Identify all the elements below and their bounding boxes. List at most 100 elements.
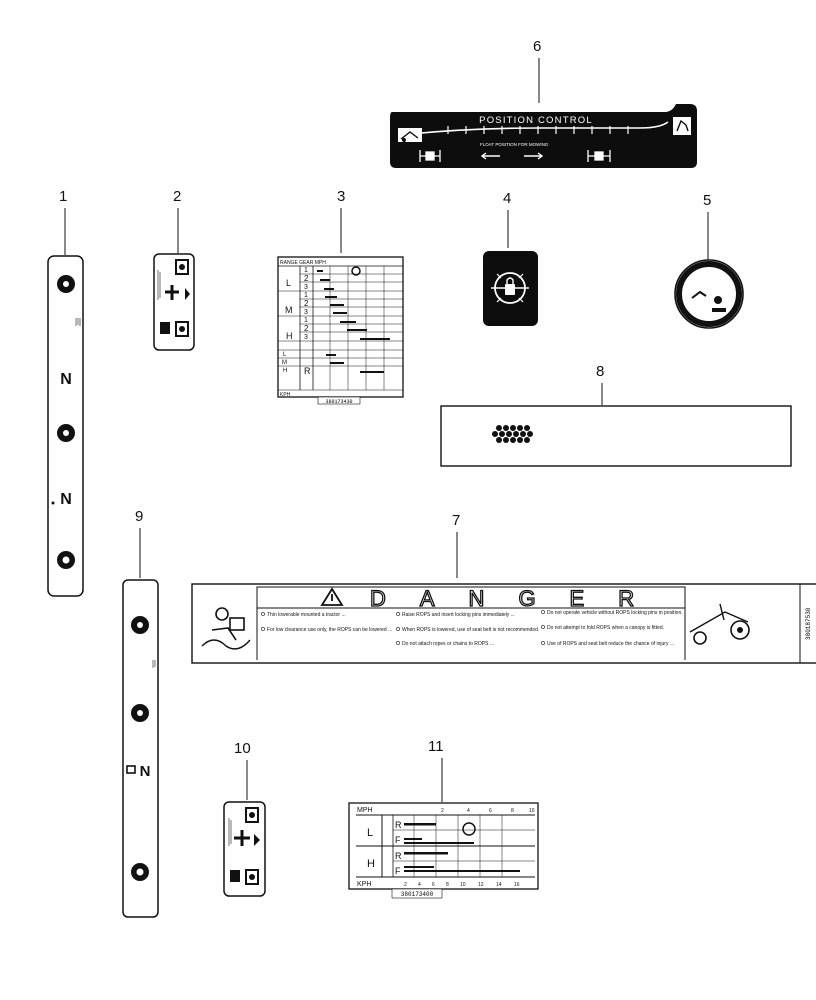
svg-text:Raise ROPS and insert locking: Raise ROPS and insert locking pins immed… (402, 612, 515, 618)
svg-text:L: L (367, 827, 373, 839)
svg-text:Do not attach ropes or chains: Do not attach ropes or chains to ROPS ..… (402, 641, 494, 647)
callout-9: 9 (135, 508, 143, 578)
svg-text:R: R (395, 851, 402, 861)
kph-label: KPH (357, 881, 371, 888)
svg-text:8: 8 (446, 882, 449, 888)
chart-grid (278, 266, 403, 391)
svg-text:7: 7 (452, 512, 460, 529)
gear-icon (131, 704, 149, 722)
kph-label: KPH (280, 392, 291, 398)
speed-bars (404, 823, 520, 872)
svg-text:R: R (395, 820, 402, 830)
svg-text:2: 2 (304, 324, 309, 333)
svg-text:10: 10 (460, 882, 466, 888)
callout-6: 6 (533, 38, 541, 103)
callout-11: 11 (428, 738, 444, 802)
svg-text:Use of ROPS and seat belt redu: Use of ROPS and seat belt reduce the cha… (547, 641, 674, 647)
scale-ticks (75, 318, 81, 326)
float-position-note: FLOAT POSITION FOR MOWING (480, 142, 549, 147)
svg-text:When ROPS is lowered, use of s: When ROPS is lowered, use of seat belt i… (402, 627, 539, 633)
svg-text:10: 10 (529, 808, 535, 814)
danger-text-col-1: Thin lowerable mounted a tractor ... For… (261, 612, 392, 633)
svg-text:3: 3 (304, 309, 308, 316)
svg-text:M: M (285, 305, 293, 315)
svg-text:2: 2 (173, 188, 181, 205)
callout-4: 4 (503, 190, 511, 248)
part-number: 380173430 (325, 399, 352, 405)
svg-text:M: M (282, 360, 287, 366)
danger-text-col-3: Do not operate vehicle without ROPS lock… (541, 610, 683, 647)
callout-3: 3 (337, 188, 345, 253)
tractor-icon (689, 603, 750, 645)
svg-text:10: 10 (234, 740, 251, 757)
svg-text:6: 6 (489, 808, 492, 814)
chart-header: RANGE GEAR MPH (280, 260, 326, 266)
rollover-icon (201, 607, 251, 650)
decal-3-speed-chart: RANGE GEAR MPH L M H L M H R 1 2 3 1 2 3 (277, 256, 404, 405)
decal-9-strip: N (122, 579, 159, 918)
svg-text:Thin lowerable mounted a tract: Thin lowerable mounted a tractor ... (267, 612, 346, 618)
engine-icon (351, 266, 361, 276)
svg-text:1: 1 (304, 267, 308, 274)
lever-icon (496, 273, 524, 303)
callout-8: 8 (596, 363, 604, 405)
decal-2-shift-pattern (153, 253, 195, 351)
svg-text:Do not attempt to fold ROPS wh: Do not attempt to fold ROPS when a canop… (547, 625, 664, 631)
svg-text:3: 3 (304, 284, 308, 291)
neutral-letter: N (60, 371, 72, 388)
dial-icon (131, 863, 149, 881)
decal-4-lock-decal (483, 251, 538, 326)
dial-icon (57, 551, 75, 569)
svg-text:For low clearance use only, th: For low clearance use only, the ROPS can… (267, 627, 392, 633)
position-control-title: POSITION CONTROL (479, 115, 593, 126)
svg-text:3: 3 (304, 334, 308, 341)
warning-icon (320, 587, 344, 606)
svg-text:2: 2 (404, 882, 407, 888)
tractor-raised-icon (673, 117, 691, 135)
callout-10: 10 (234, 740, 251, 800)
mph-ticks: 2 4 6 8 10 (441, 808, 535, 814)
svg-text:H: H (367, 858, 375, 870)
engine-icon (462, 822, 476, 836)
arrow-left-icon (480, 152, 500, 160)
scale-ticks (152, 660, 156, 668)
svg-text:14: 14 (496, 882, 502, 888)
decal-1-strip: N N (47, 255, 84, 597)
svg-text:6: 6 (432, 882, 435, 888)
arrow-right-icon (524, 152, 544, 160)
svg-text:16: 16 (514, 882, 520, 888)
svg-text:9: 9 (135, 508, 143, 525)
kph-ticks: 2 4 6 8 10 12 14 16 (404, 882, 520, 888)
decal-7-danger-label: DANGER 380187530 Thin lowerable mounted … (191, 583, 816, 664)
svg-text:8: 8 (511, 808, 514, 814)
svg-text:6: 6 (533, 38, 541, 55)
callout-2: 2 (173, 188, 181, 253)
mower-icon (691, 290, 726, 312)
hitch-narrow-icon (419, 150, 441, 162)
danger-heading: DANGER (370, 586, 668, 611)
svg-text:4: 4 (418, 882, 421, 888)
tractor-lowered-icon (398, 128, 422, 142)
gear-icon (57, 424, 75, 442)
svg-text:4: 4 (503, 190, 511, 207)
svg-text:4: 4 (467, 808, 470, 814)
part-number: 380187530 (805, 607, 812, 640)
svg-text:2: 2 (304, 274, 309, 283)
svg-text:3: 3 (337, 188, 345, 205)
svg-text:2: 2 (304, 299, 309, 308)
svg-text:1: 1 (59, 188, 67, 205)
gear-icon (57, 275, 75, 293)
decal-11-speed-chart: MPH L H R F R F 2 4 6 8 10 (348, 802, 539, 899)
speed-bars (317, 270, 390, 373)
svg-text:12: 12 (478, 882, 484, 888)
svg-text:F: F (395, 866, 401, 876)
svg-text:L: L (286, 278, 291, 288)
svg-text:L: L (283, 352, 287, 358)
gear-icon (131, 616, 149, 634)
decal-8-honeycomb-strip (440, 405, 792, 467)
part-number: 380173400 (401, 891, 434, 898)
svg-text:1: 1 (304, 317, 308, 324)
mph-label: MPH (357, 807, 373, 814)
